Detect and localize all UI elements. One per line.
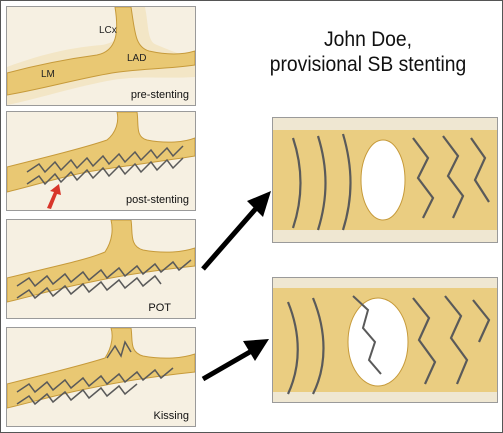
arrow-to-bottom-zoom-icon [201, 339, 269, 382]
stent-closeup-bottom [273, 288, 497, 395]
title-line-2: provisional SB stenting [269, 53, 467, 76]
caption-post-stenting: post-stenting [126, 194, 189, 206]
label-lad: LAD [127, 53, 147, 64]
red-arrow-icon [47, 184, 61, 209]
vessel-illustration-kissing [7, 328, 195, 409]
caption-kissing: Kissing [153, 410, 189, 422]
zoom-post-stenting [272, 117, 498, 243]
zoom-kissing [272, 277, 498, 403]
title-line-1: John Doe, [323, 28, 413, 51]
panel-pot: POT [6, 219, 196, 319]
vessel-illustration-post [7, 112, 195, 209]
vessel-illustration-pre [7, 7, 195, 105]
stent-closeup-top [273, 130, 497, 231]
arrow-to-top-zoom-icon [201, 191, 271, 271]
vessel-illustration-pot [7, 220, 195, 303]
panel-kissing: Kissing [6, 327, 196, 427]
caption-pot: POT [148, 302, 171, 314]
figure-title: John Doe, provisional SB stenting [260, 27, 475, 77]
label-lm: LM [41, 69, 55, 80]
panel-post-stenting: post-stenting [6, 111, 196, 211]
label-lcx: LCx [99, 25, 117, 36]
caption-pre-stenting: pre-stenting [130, 89, 189, 101]
panel-pre-stenting: LCx LAD LM pre-stenting [6, 6, 196, 106]
